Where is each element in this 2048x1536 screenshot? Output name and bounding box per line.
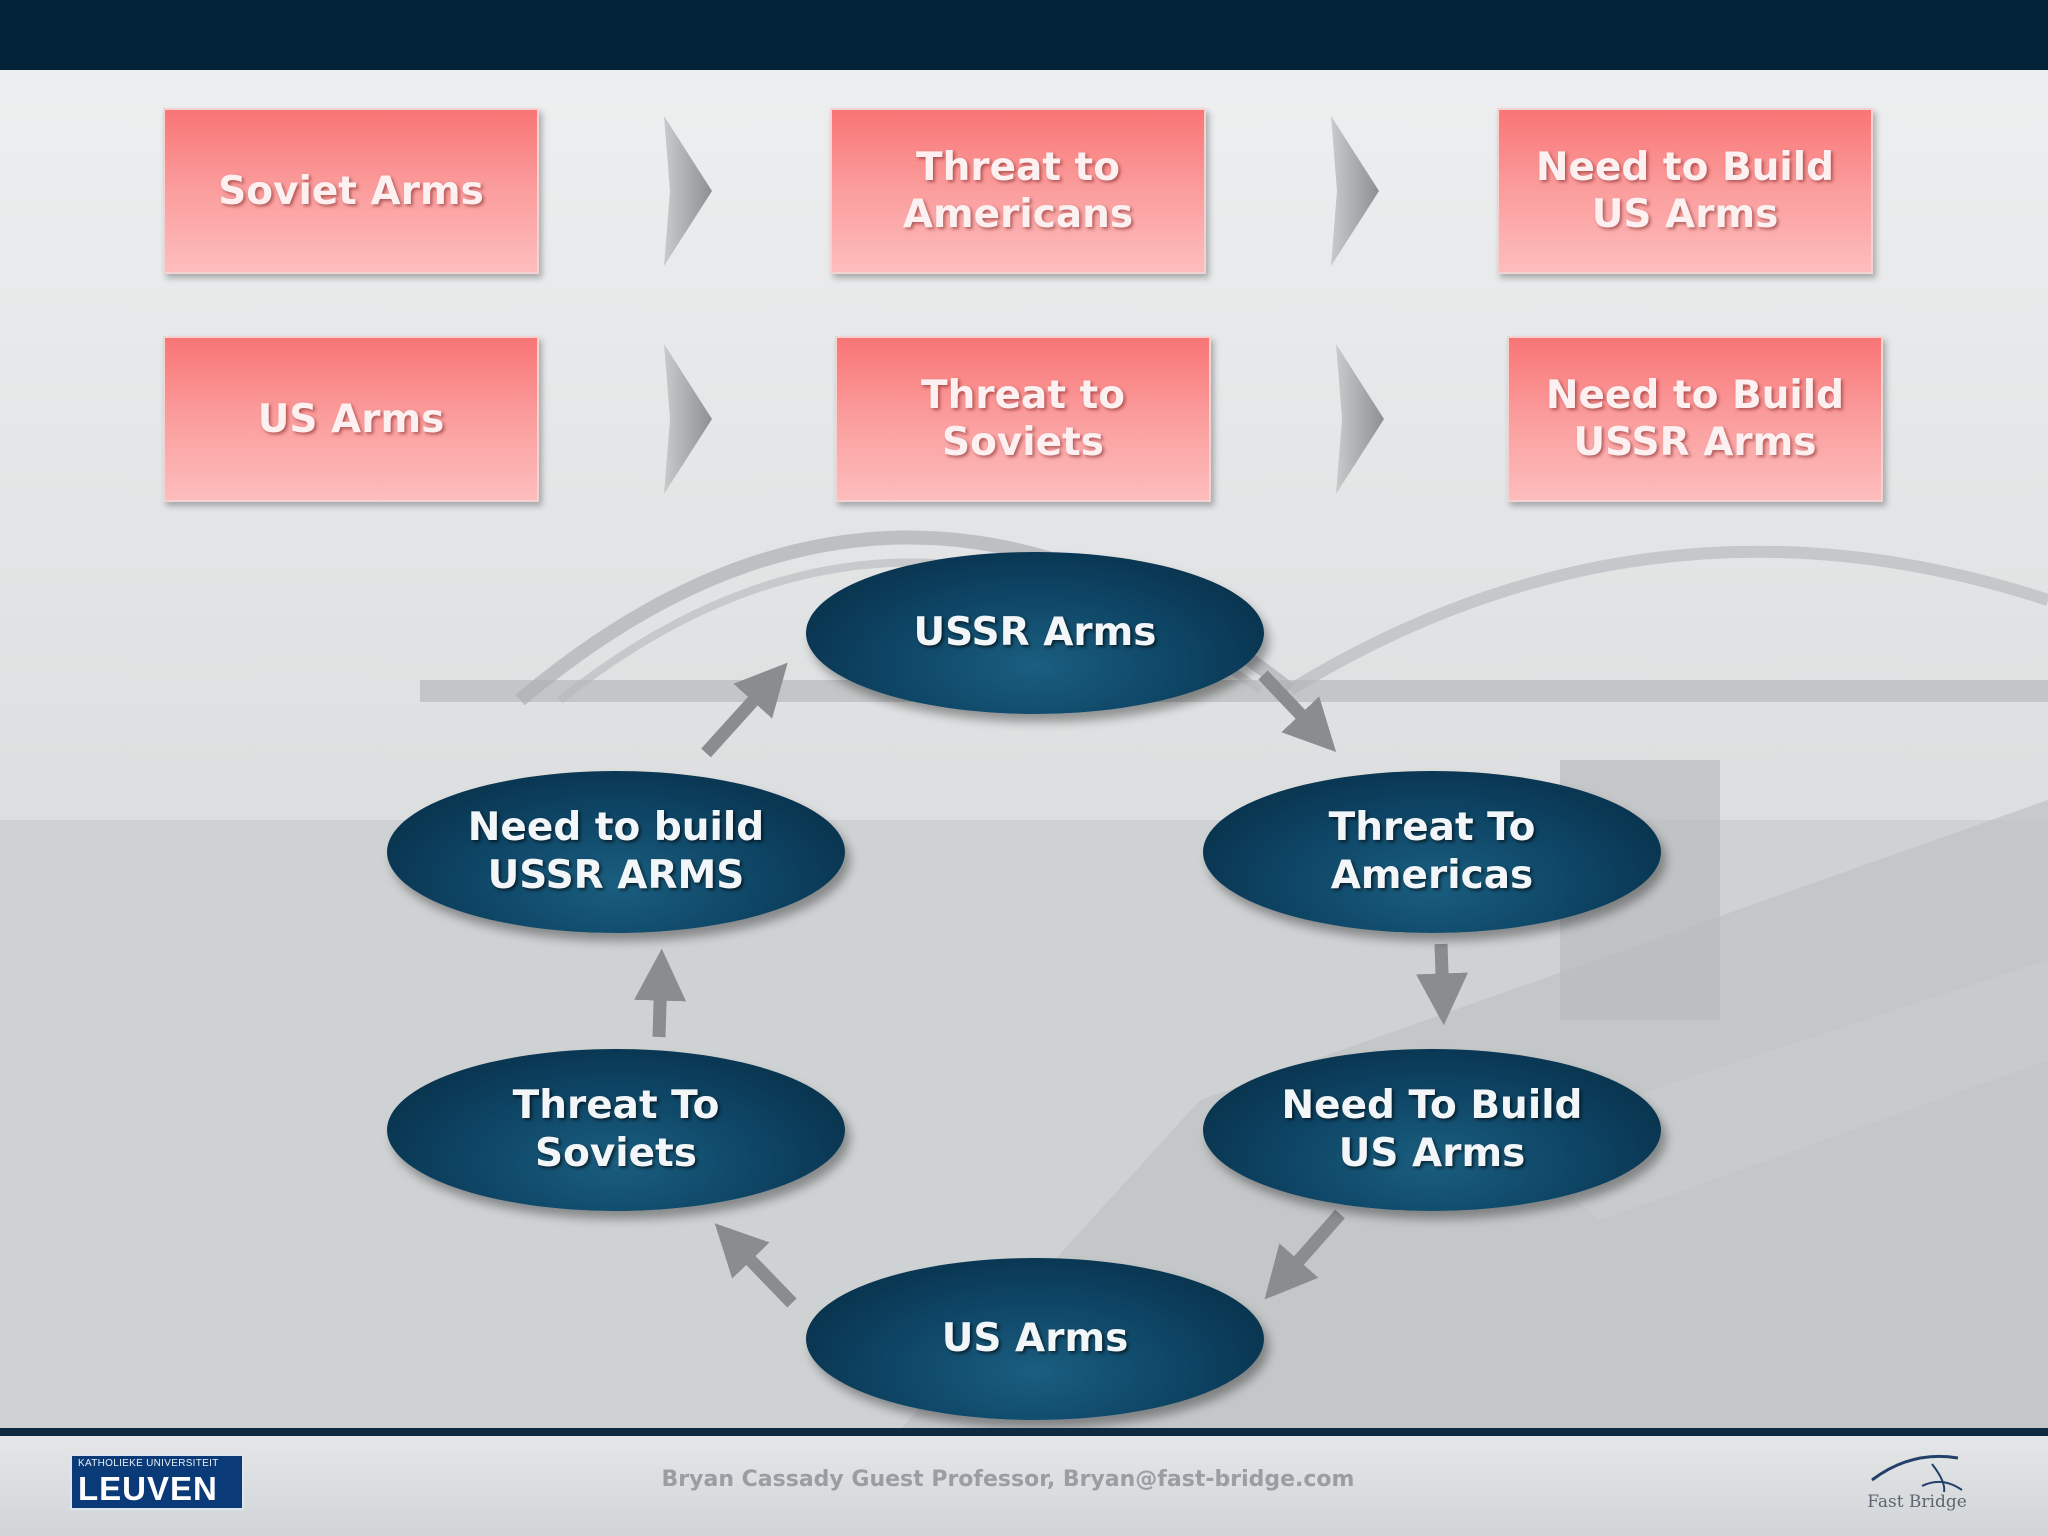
box-us-arms: US Arms [163, 336, 539, 502]
chevron-right-icon [664, 344, 712, 494]
box-threat-to-soviets: Threat to Soviets [835, 336, 1211, 502]
arrow-us-arms-to-threat-soviets [714, 1223, 797, 1308]
fast-bridge-logo: Fast Bridge [1862, 1446, 1972, 1516]
footer-credit: Bryan Cassady Guest Professor, Bryan@fas… [661, 1467, 1355, 1492]
box-need-build-ussr-arms: Need to Build USSR Arms [1507, 336, 1883, 502]
box-soviet-arms: Soviet Arms [163, 108, 539, 274]
box-label: US Arms [257, 396, 445, 442]
arrow-need-ussr-to-ussr-arms [701, 662, 788, 758]
chevron-right-icon [1331, 116, 1379, 266]
university-logo: KATHOLIEKE UNIVERSITEIT LEUVEN [70, 1454, 244, 1510]
footer [0, 1436, 2048, 1536]
box-threat-to-americans: Threat to Americans [830, 108, 1206, 274]
chevron-right-icon [664, 116, 712, 266]
box-label: Soviet Arms [218, 168, 484, 214]
node-label: US Arms [941, 1316, 1129, 1361]
cycle-node-ussr-arms: USSR Arms [806, 552, 1264, 714]
box-label: Threat to Americans [902, 145, 1134, 237]
arrow-threat-soviets-to-need-ussr [634, 948, 687, 1038]
node-label: Need to build USSR ARMS [467, 805, 765, 898]
box-label: Need to Build US Arms [1535, 145, 1835, 237]
box-need-build-us-arms: Need to Build US Arms [1497, 108, 1873, 274]
cycle-node-threat-to-americas: Threat To Americas [1203, 771, 1661, 933]
arrow-ussr-to-threat-americas [1258, 670, 1337, 752]
box-label: Threat to Soviets [920, 373, 1126, 465]
node-label: Threat To Americas [1328, 805, 1536, 898]
cycle-node-us-arms: US Arms [806, 1258, 1264, 1420]
arrow-need-us-to-us-arms [1264, 1209, 1345, 1300]
box-label: Need to Build USSR Arms [1545, 373, 1845, 465]
arrow-threat-americas-to-need-us [1416, 943, 1468, 1026]
chevron-right-icon [1336, 344, 1384, 494]
cycle-node-need-build-ussr-arms: Need to build USSR ARMS [387, 771, 845, 933]
logo-small-text: KATHOLIEKE UNIVERSITEIT [78, 1458, 219, 1469]
brand-text: Fast Bridge [1867, 1492, 1967, 1512]
logo-main-text: LEUVEN [78, 1470, 218, 1507]
cycle-node-need-build-us-arms: Need To Build US Arms [1203, 1049, 1661, 1211]
node-label: Threat To Soviets [512, 1083, 720, 1176]
bridge-swoosh-icon [1871, 1454, 1963, 1493]
top-bar [0, 0, 2048, 70]
node-label: USSR Arms [913, 610, 1157, 655]
footer-divider [0, 1428, 2048, 1436]
node-label: Need To Build US Arms [1281, 1083, 1583, 1176]
cycle-node-threat-to-soviets: Threat To Soviets [387, 1049, 845, 1211]
